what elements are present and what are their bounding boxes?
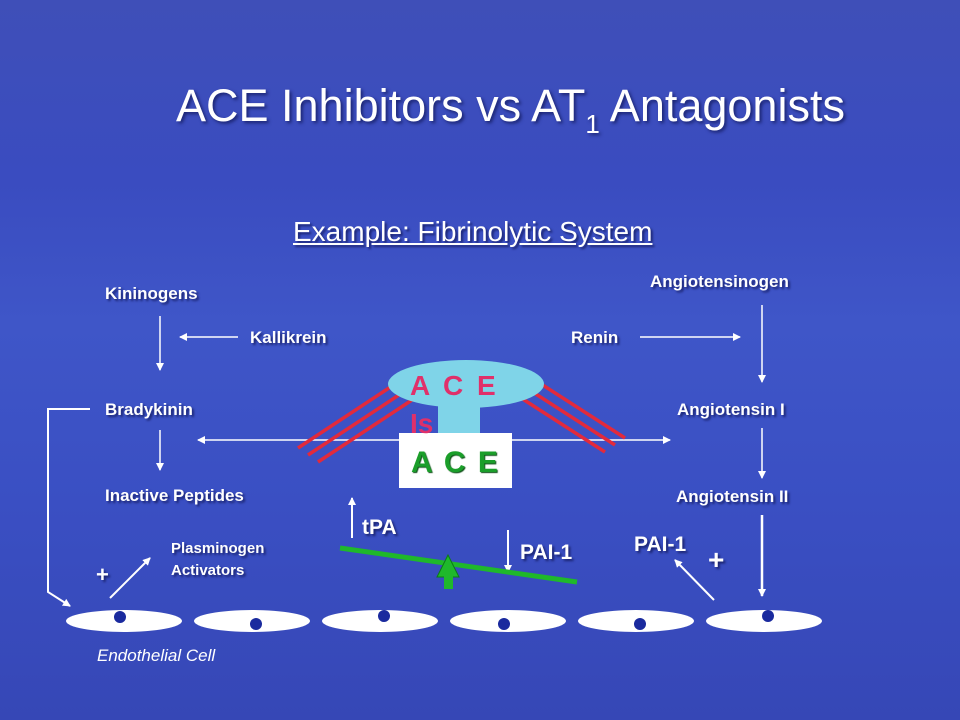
ace-inhibitor-suffix: Is — [410, 408, 434, 439]
tpa-label: tPA — [362, 516, 397, 539]
ace-inhibitor-ellipse — [388, 360, 544, 408]
ace-inhibitor-block-right — [517, 380, 626, 454]
balance-beam — [339, 545, 578, 585]
ace-enzyme-label: A C E — [411, 446, 500, 479]
cell-nucleus — [114, 611, 126, 623]
angiotensin-1-label: Angiotensin I — [677, 400, 785, 419]
cell-nucleus — [378, 610, 390, 622]
ace-connector — [438, 404, 480, 434]
bradykinin-feedback-arrow — [47, 408, 90, 607]
ace-enzyme-box: A C E — [399, 433, 512, 488]
cell-nucleus — [250, 618, 262, 630]
plasminogen-line-1: Plasminogen — [171, 540, 265, 557]
plus-sign-right: + — [708, 544, 725, 575]
pai-1-right-label: PAI-1 — [634, 533, 687, 556]
ace-inhibitor-block-left — [297, 380, 419, 464]
plus-sign-left: + — [96, 562, 109, 587]
inactive-peptides-label: Inactive Peptides — [105, 486, 244, 505]
endothelial-cell — [706, 610, 822, 632]
kininogens-label: Kininogens — [105, 284, 198, 303]
renin-label: Renin — [571, 328, 619, 347]
plasminogen-activators-label: Plasminogen Activators — [171, 538, 264, 582]
endothelial-cell-label: Endothelial Cell — [97, 646, 216, 665]
pai-right-arrow — [674, 559, 715, 601]
endothelial-cell — [322, 610, 438, 632]
angiotensinogen-label: Angiotensinogen — [650, 272, 789, 291]
balance-fulcrum-stem — [444, 576, 453, 589]
slide-subtitle: Example: Fibrinolytic System — [293, 216, 653, 247]
endothelial-cell-row — [66, 610, 822, 632]
bradykinin-label: Bradykinin — [105, 400, 193, 419]
cell-nucleus — [762, 610, 774, 622]
angiotensin-2-label: Angiotensin II — [676, 487, 789, 506]
plasminogen-line-2: Activators — [171, 562, 245, 579]
pai-1-left-label: PAI-1 — [520, 541, 573, 564]
kallikrein-label: Kallikrein — [250, 328, 327, 347]
plasminogen-arrow — [109, 557, 151, 599]
slide-title: ACE Inhibitors vs AT1 Antagonists — [176, 80, 845, 139]
cell-nucleus — [634, 618, 646, 630]
cell-nucleus — [498, 618, 510, 630]
ace-inhibitor-label: A C E — [410, 370, 499, 401]
